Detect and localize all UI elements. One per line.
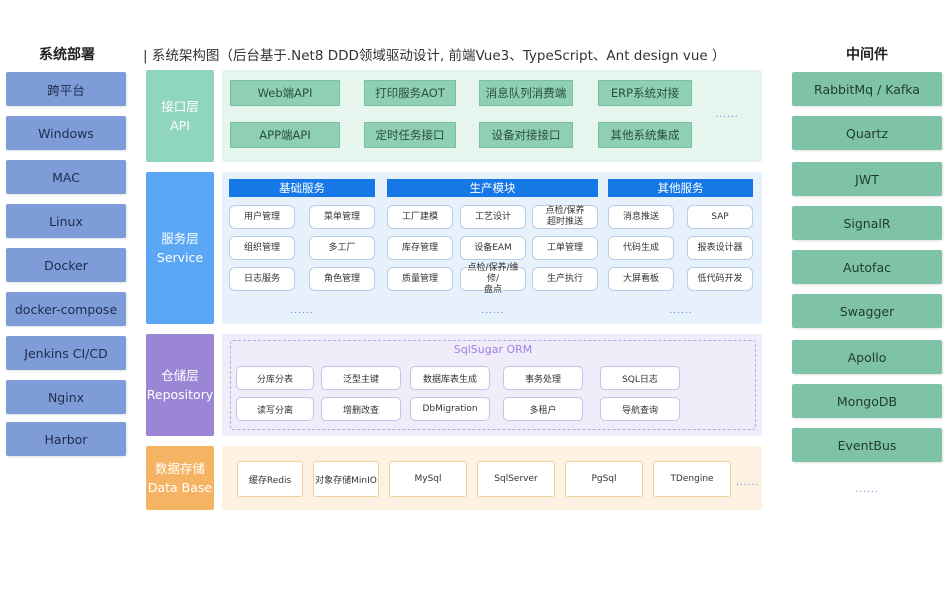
repo-item-read-write: 读写分离 (236, 397, 314, 421)
layer-database-cn: 数据存储 (154, 461, 205, 476)
layer-label-service: 服务层 Service (146, 172, 214, 324)
db-item-minio: 对象存储MinIO (313, 461, 379, 497)
layer-api-en: API (170, 118, 190, 133)
service-item-sap: SAP (687, 205, 753, 229)
middleware-item-autofac: Autofac (792, 250, 942, 284)
api-item-erp: ERP系统对接 (598, 80, 692, 106)
deploy-item-mac: MAC (6, 160, 126, 194)
repo-item-sharding: 分库分表 (236, 366, 314, 390)
layer-service-en: Service (156, 250, 204, 265)
deploy-item-docker-compose: docker-compose (6, 292, 126, 326)
repo-item-nav-query: 导航查询 (600, 397, 680, 421)
service-item-message-push: 消息推送 (608, 205, 674, 229)
service-item-execution: 生产执行 (532, 267, 598, 291)
deploy-item-jenkins: Jenkins CI/CD (6, 336, 126, 370)
layer-database-en: Data Base (147, 480, 213, 495)
layer-service-cn: 服务层 (161, 231, 199, 246)
service-item-low-code: 低代码开发 (687, 267, 753, 291)
service-item-code-gen: 代码生成 (608, 236, 674, 260)
service-item-inventory: 库存管理 (387, 236, 453, 260)
diagram-title: | 系统架构图（后台基于.Net8 DDD领域驱动设计, 前端Vue3、Type… (143, 48, 726, 64)
repo-item-dbmigration: DbMigration (410, 397, 490, 421)
repo-item-multi-tenant: 多租户 (503, 397, 583, 421)
service-item-work-order: 工单管理 (532, 236, 598, 260)
layer-label-database: 数据存储 Data Base (146, 446, 214, 510)
api-item-device: 设备对接接口 (479, 122, 573, 148)
middleware-item-eventbus: EventBus (792, 428, 942, 462)
db-item-mysql: MySql (389, 461, 467, 497)
service-item-org: 组织管理 (229, 236, 295, 260)
db-item-redis: 缓存Redis (237, 461, 303, 497)
middleware-more: ...... (855, 485, 879, 495)
service-group-basic-header: 基础服务 (229, 179, 375, 197)
repo-item-crud: 增删改查 (321, 397, 401, 421)
orm-title: SqlSugar ORM (453, 343, 533, 356)
api-item-web-api: Web端API (230, 80, 340, 106)
db-item-tdengine: TDengine (653, 461, 731, 497)
middleware-item-signalr: SignalR (792, 206, 942, 240)
api-item-scheduled-task: 定时任务接口 (364, 122, 456, 148)
db-item-pgsql: PgSql (565, 461, 643, 497)
middleware-item-jwt: JWT (792, 162, 942, 196)
service-item-dashboard: 大屏看板 (608, 267, 674, 291)
api-item-app-api: APP端API (230, 122, 340, 148)
deploy-item-linux: Linux (6, 204, 126, 238)
layer-label-repository: 仓储层 Repository (146, 334, 214, 436)
service-group-production-header: 生产模块 (387, 179, 598, 197)
db-item-sqlserver: SqlServer (477, 461, 555, 497)
repo-item-generic-key: 泛型主键 (321, 366, 401, 390)
service-item-role: 角色管理 (309, 267, 375, 291)
db-more: ...... (736, 478, 760, 488)
service-item-inspection-push: 点检/保养 超时推送 (532, 205, 598, 229)
deploy-item-cross-platform: 跨平台 (6, 72, 126, 106)
service-item-factory-modeling: 工厂建模 (387, 205, 453, 229)
repo-item-transaction: 事务处理 (503, 366, 583, 390)
middleware-item-rabbitmq: RabbitMq / Kafka (792, 72, 942, 106)
api-item-mq-consumer: 消息队列消费端 (479, 80, 573, 106)
layer-repository-cn: 仓储层 (161, 368, 199, 383)
api-more: ...... (715, 110, 739, 120)
orm-frame (230, 340, 756, 430)
deploy-item-nginx: Nginx (6, 380, 126, 414)
service-group-other-header: 其他服务 (608, 179, 753, 197)
deploy-item-windows: Windows (6, 116, 126, 150)
middleware-item-swagger: Swagger (792, 294, 942, 328)
service-item-menu: 菜单管理 (309, 205, 375, 229)
deploy-item-docker: Docker (6, 248, 126, 282)
api-item-other-integration: 其他系统集成 (598, 122, 692, 148)
service-other-more: ...... (669, 306, 693, 316)
service-item-report-designer: 报表设计器 (687, 236, 753, 260)
layer-repository-en: Repository (146, 387, 214, 402)
deploy-header: 系统部署 (39, 47, 95, 63)
deploy-item-harbor: Harbor (6, 422, 126, 456)
service-item-quality: 质量管理 (387, 267, 453, 291)
service-production-more: ...... (481, 306, 505, 316)
repo-item-table-gen: 数据库表生成 (410, 366, 490, 390)
service-item-process-design: 工艺设计 (460, 205, 526, 229)
api-item-print-aot: 打印服务AOT (364, 80, 456, 106)
service-item-eam: 设备EAM (460, 236, 526, 260)
middleware-item-apollo: Apollo (792, 340, 942, 374)
service-basic-more: ...... (290, 306, 314, 316)
middleware-item-quartz: Quartz (792, 116, 942, 150)
middleware-header: 中间件 (846, 47, 888, 63)
service-item-multi-factory: 多工厂 (309, 236, 375, 260)
service-item-log: 日志服务 (229, 267, 295, 291)
service-item-maintenance: 点检/保养/维修/ 盘点 (460, 263, 526, 295)
layer-label-api: 接口层 API (146, 70, 214, 162)
middleware-item-mongodb: MongoDB (792, 384, 942, 418)
layer-api-cn: 接口层 (161, 99, 199, 114)
service-item-user: 用户管理 (229, 205, 295, 229)
repo-item-sql-log: SQL日志 (600, 366, 680, 390)
